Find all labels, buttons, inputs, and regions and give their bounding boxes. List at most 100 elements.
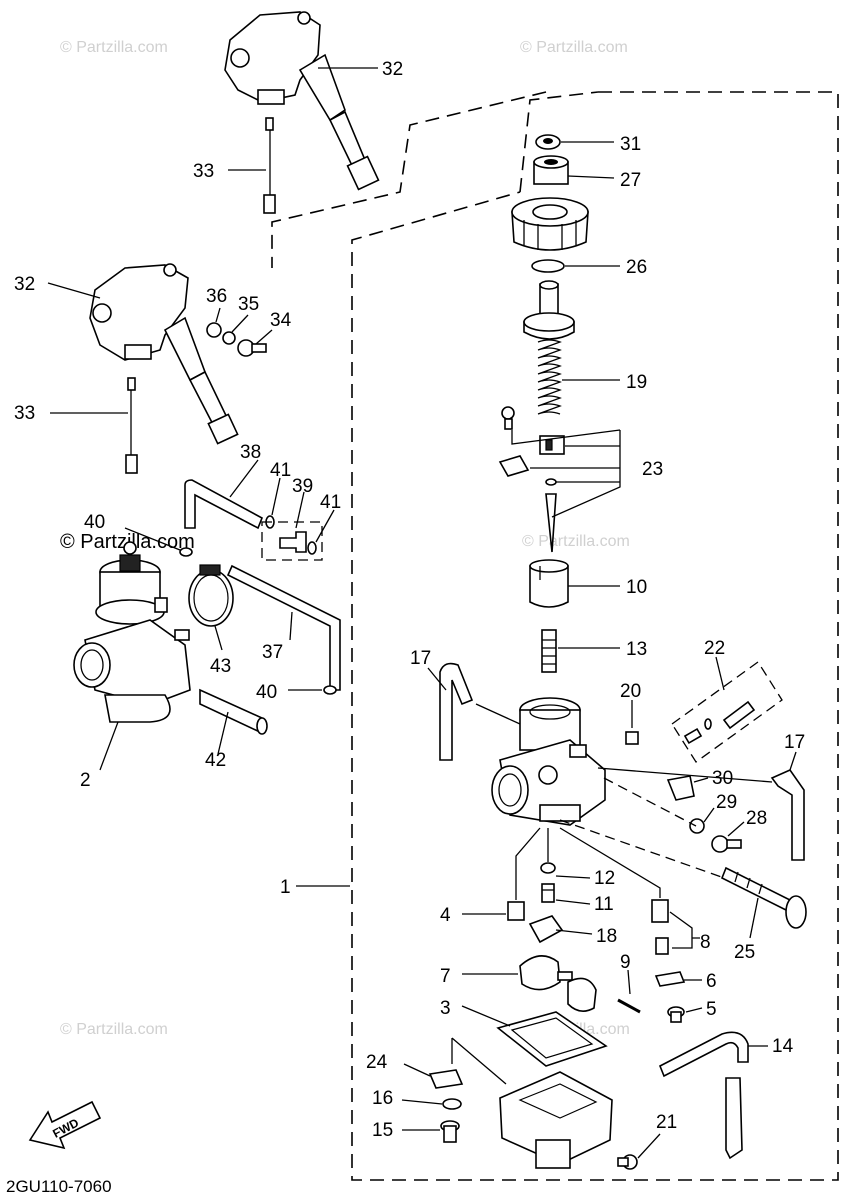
assembly-boundary [351,91,839,1181]
throttle-valve-10 [529,559,569,608]
callout-17: 17 [410,648,431,669]
jet-4 [507,901,525,921]
mixing-chamber-top-cap [511,197,589,251]
gasket-3 [496,1011,608,1067]
callout-13: 13 [626,639,647,660]
main-jet-bracket [669,911,700,949]
forward-arrow-icon: FWD [28,1100,102,1150]
adjuster-nut-27 [533,155,569,185]
pilot-jet-11 [541,883,555,903]
callout-40: 40 [84,512,105,533]
assembly-leader [515,827,661,900]
watermark: © Partzilla.com [522,533,630,550]
hose-38 [184,479,264,530]
callout-34: 34 [270,310,292,331]
carburetor-2 [73,541,191,723]
spring-19 [537,339,562,415]
callout-27: 27 [620,170,641,191]
needle-group-bracket [511,429,621,518]
hose-17 [439,662,474,761]
callout-28: 28 [746,808,767,829]
clip-41 [307,541,317,555]
callout-41: 41 [270,460,291,481]
hose-14-lower [725,1077,743,1160]
callout-35: 35 [238,294,259,315]
washer-36 [206,322,222,338]
callout-21: 21 [656,1112,677,1133]
o-ring-26 [531,259,565,273]
hose-17 [770,769,805,861]
air-screw-22 [683,700,756,745]
callout-38: 38 [240,442,261,463]
watermark: © Partzilla.com [60,1021,168,1038]
baffle-18 [528,915,564,944]
callout-20: 20 [620,681,641,702]
callout-31: 31 [620,134,641,155]
callout-26: 26 [626,257,647,278]
needle-valve-6 [654,971,686,987]
washer-12 [540,862,556,874]
callout-29: 29 [716,792,737,813]
needle-jet-13 [541,629,557,673]
callout-1: 1 [280,877,291,898]
plate-24 [428,1069,464,1089]
clip-40 [323,685,337,695]
carburetor-body [491,697,606,826]
callout-2: 2 [80,770,91,791]
throttle-housing-left [89,263,239,445]
screw-34 [237,339,267,357]
diagram-code: 2GU110-7060 [6,1177,112,1196]
watermark: © Partzilla.com [60,39,168,56]
hose-14 [658,1031,749,1078]
lock-washer-35 [222,331,236,345]
callout-17: 17 [784,732,805,753]
clamp-43 [188,569,234,627]
callout-7: 7 [440,966,451,987]
callout-23: 23 [642,459,663,480]
callout-12: 12 [594,868,615,889]
screw-5 [667,1006,685,1023]
callout-22: 22 [704,638,725,659]
callout-36: 36 [206,286,227,307]
callout-4: 4 [440,905,451,926]
bracket-30 [666,775,695,801]
callout-40: 40 [256,682,277,703]
joint-39 [279,531,307,553]
callout-6: 6 [706,971,717,992]
callout-33: 33 [14,403,35,424]
callout-41: 41 [320,492,341,513]
callout-11: 11 [594,894,614,915]
jet-20 [625,731,639,745]
callout-32: 32 [14,274,35,295]
drain-screw-21 [617,1154,638,1170]
main-jet-8 [651,899,669,955]
callout-8: 8 [700,932,711,953]
callout-25: 25 [734,942,755,963]
throttle-cable-left [125,377,138,474]
clip-40 [179,547,193,557]
callout-43: 43 [210,656,231,677]
float-pin-9 [617,998,641,1014]
screw-15 [440,1120,460,1143]
callout-line [99,721,119,771]
callout-24: 24 [366,1052,388,1073]
washer-16 [442,1098,462,1110]
throttle-cable-top [263,117,276,214]
hose-42 [199,688,263,735]
callout-39: 39 [292,476,313,497]
callout-line [47,282,101,299]
float-bowl [499,1071,613,1169]
float-7 [519,955,597,1012]
needle-holder-23 [498,406,565,553]
callout-9: 9 [620,952,631,973]
callout-19: 19 [626,372,647,393]
hose-37 [226,564,341,691]
callout-32: 32 [382,59,403,80]
washer-29 [689,818,705,834]
cap-holder [523,280,575,340]
hose-connect-line [475,703,521,725]
callout-18: 18 [596,926,617,947]
callout-10: 10 [626,577,647,598]
